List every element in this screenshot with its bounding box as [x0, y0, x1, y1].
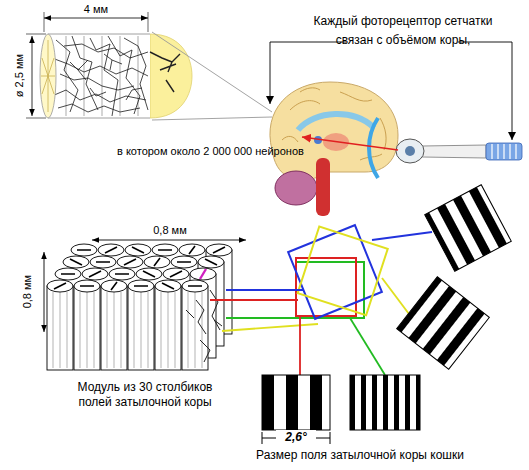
dimension-label: ø 2,5 мм — [13, 41, 26, 111]
corpus-callosum — [298, 114, 374, 130]
dimension-label: 4 мм — [66, 3, 126, 16]
cylinder-end — [40, 34, 56, 118]
brain — [270, 82, 398, 216]
projection-line — [350, 318, 385, 375]
dendrite-lines — [66, 36, 138, 116]
caption-text: Модуль из 30 столбиков полей затылочной … — [65, 380, 225, 410]
grating-stimulus — [350, 375, 420, 430]
projection-line — [299, 316, 301, 375]
brainstem — [316, 158, 330, 216]
projection-lines — [210, 232, 432, 375]
lens-arc — [369, 118, 378, 178]
cerebrum — [270, 82, 398, 180]
projection-line — [210, 299, 298, 301]
grating-stimulus — [425, 185, 512, 272]
dimension-line — [32, 36, 33, 116]
annotation-text: в котором около 2 000 000 нейронов — [117, 145, 287, 158]
eye-photoreceptor — [396, 139, 522, 163]
annotation-text: Каждый фоторецептор сетчатки связан с об… — [298, 12, 508, 50]
projection-line — [222, 324, 318, 331]
dimension-line — [44, 252, 45, 332]
caption-text: Размер поля затылочной коры кошки — [245, 448, 475, 462]
end-fibers — [41, 40, 55, 112]
field-square — [296, 262, 364, 318]
cerebellum — [275, 171, 317, 205]
angle-label: 2,6° — [276, 430, 316, 444]
outer-segment — [486, 143, 522, 160]
column-top — [190, 268, 216, 280]
leader-line — [152, 32, 272, 120]
grating-stimulus — [397, 277, 490, 370]
orientation-mark — [200, 269, 206, 279]
dimension-label: 0,8 мм — [21, 262, 34, 322]
signal-arrow — [302, 137, 398, 150]
cylinder-cap — [150, 34, 192, 118]
projection-line — [226, 289, 304, 291]
dimension-line — [92, 240, 246, 241]
projection-line — [372, 232, 432, 240]
field-square — [296, 258, 356, 316]
column-module — [44, 240, 246, 370]
projection-line — [226, 317, 296, 319]
neuron — [150, 52, 180, 92]
column-fibers — [53, 292, 202, 368]
neuron-network — [52, 36, 148, 116]
grating-stimulus — [262, 375, 330, 430]
disc-stack — [492, 144, 516, 159]
pointer-arrow — [270, 42, 346, 104]
orientation-marks — [54, 246, 225, 290]
dimension-line — [44, 18, 148, 19]
dimension-label: 0,8 мм — [140, 224, 200, 237]
cell-body — [422, 145, 486, 158]
projection-line — [382, 278, 412, 318]
pointer-arrow — [458, 42, 512, 140]
iris — [405, 146, 415, 156]
cortex-cylinder — [26, 12, 192, 118]
cylinder-body — [48, 34, 150, 118]
eye — [396, 139, 424, 163]
cylinder-outline — [48, 34, 150, 118]
extension-line — [26, 34, 46, 118]
